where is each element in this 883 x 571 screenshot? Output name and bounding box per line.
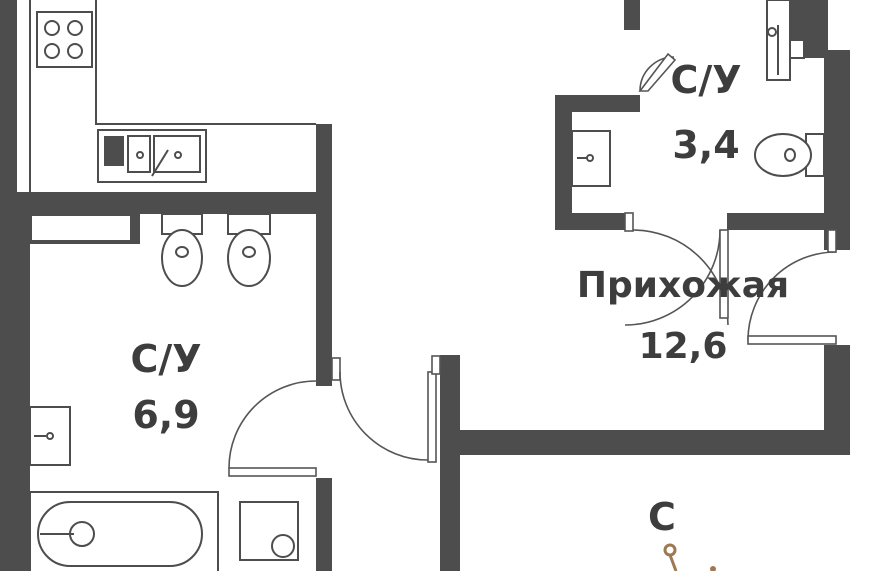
door-corridor-left-leaf bbox=[331, 357, 341, 381]
wall-top-right-inner bbox=[790, 0, 804, 40]
wall-top-right bbox=[804, 0, 828, 58]
wall-sbath-top bbox=[555, 95, 640, 112]
kitchen-faucet bbox=[151, 149, 169, 177]
wall-right-hall-lower bbox=[824, 345, 850, 455]
marker-ring bbox=[663, 543, 677, 557]
wall-bath-right-lower bbox=[316, 478, 332, 571]
wall-kitchen-bottom bbox=[17, 192, 332, 214]
bath-notch-inner bbox=[32, 216, 130, 240]
wall-sbath-top-stub bbox=[624, 0, 640, 30]
marker-dot bbox=[710, 566, 716, 571]
kitchen-counter-edge bbox=[95, 0, 316, 125]
door-corridor-right-leaf bbox=[427, 371, 437, 463]
sbath-toilet-bowl bbox=[754, 133, 812, 177]
kitchen-sink-drain bbox=[136, 151, 144, 159]
door-corridor-swing-1 bbox=[339, 371, 429, 461]
door-hall-swing-right bbox=[624, 229, 721, 326]
stove-burner-3 bbox=[44, 43, 60, 59]
walls bbox=[0, 0, 850, 571]
wall-sbath-bottom-right bbox=[727, 213, 837, 230]
kitchen bbox=[29, 0, 316, 192]
room-labels: С/У 3,4 Прихожая 12,6 С/У 6,9 С bbox=[130, 58, 789, 539]
kitchen-sink-drain-2 bbox=[174, 151, 182, 159]
door-entrance-leaf bbox=[747, 335, 837, 345]
door-entrance-swing bbox=[747, 251, 837, 341]
sbath-washbasin-drain bbox=[586, 154, 594, 162]
stove-burner-2 bbox=[67, 20, 83, 36]
stove-burner-4 bbox=[67, 43, 83, 59]
wall-sbath-bottom-left bbox=[555, 213, 633, 230]
door-hall-leaf-left bbox=[624, 212, 634, 232]
toilet-2-seat bbox=[242, 246, 256, 258]
room-hall-name: Прихожая bbox=[577, 265, 789, 306]
bathroom-small bbox=[571, 0, 825, 187]
wall-bath-left bbox=[17, 195, 30, 571]
wall-room-top bbox=[460, 430, 850, 455]
door-hall-leaf-right bbox=[719, 229, 729, 319]
room-sbath-area: 3,4 bbox=[672, 123, 739, 167]
door-bath-swing bbox=[228, 380, 317, 469]
stove-burner-1 bbox=[44, 20, 60, 36]
door-entrance-jamb bbox=[827, 229, 837, 253]
compass-marker bbox=[663, 543, 716, 571]
bathroom-large bbox=[29, 213, 299, 571]
stove bbox=[36, 11, 93, 68]
room-sbath-name: С/У bbox=[670, 58, 741, 102]
room-bath-name: С/У bbox=[130, 337, 201, 381]
wall-left-outer bbox=[0, 0, 17, 571]
sbath-top-panel bbox=[789, 39, 805, 59]
doors bbox=[228, 52, 837, 477]
marker-stem bbox=[668, 554, 678, 571]
toilet-1-seat bbox=[175, 246, 189, 258]
kitchen-sink-drainboard bbox=[104, 136, 124, 166]
room-hall-area: 12,6 bbox=[639, 326, 728, 367]
door-bath-leaf bbox=[228, 467, 317, 477]
wall-sbath-left bbox=[555, 95, 572, 230]
room-bottom-name: С bbox=[648, 495, 676, 539]
door-corridor-jamb bbox=[431, 355, 441, 375]
wall-corridor-mid bbox=[440, 355, 460, 571]
washbasin-drain bbox=[46, 432, 54, 440]
room-bath-area: 6,9 bbox=[132, 393, 199, 437]
bathtub-inner bbox=[37, 501, 203, 567]
washing-machine-drum bbox=[271, 534, 295, 558]
sbath-shower-drain bbox=[767, 27, 777, 37]
sbath-toilet-seat bbox=[784, 148, 796, 162]
door-sbath-leaf bbox=[638, 52, 677, 92]
wall-bath-right-upper bbox=[316, 124, 332, 386]
